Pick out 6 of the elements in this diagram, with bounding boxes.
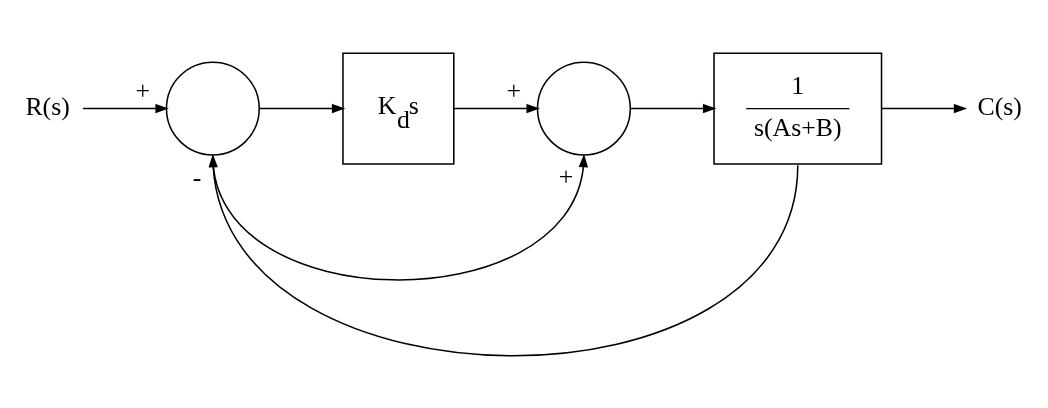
node-label: - bbox=[192, 162, 202, 192]
node-label: + bbox=[558, 161, 574, 191]
node-text: R(s) bbox=[25, 91, 70, 121]
node-text: C(s) bbox=[977, 91, 1022, 121]
node-label: + bbox=[135, 75, 151, 105]
node-label: + bbox=[506, 75, 522, 105]
